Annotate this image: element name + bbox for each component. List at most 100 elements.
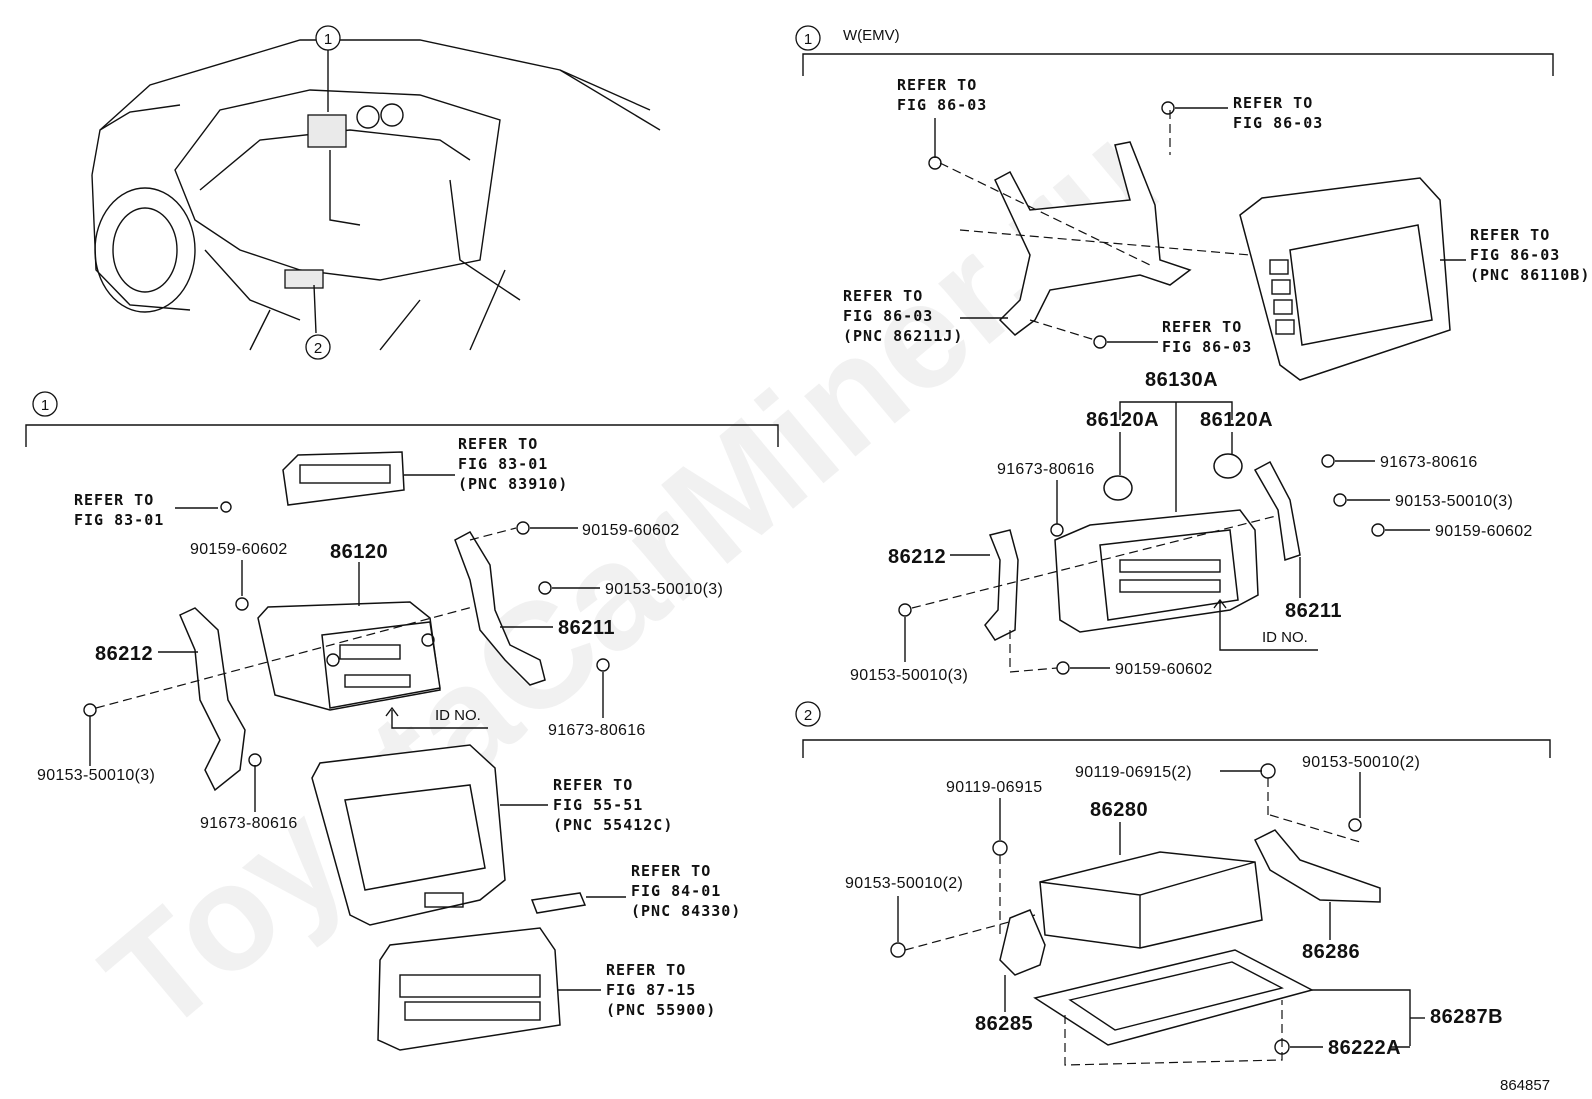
vehicle-overview-illustration bbox=[91, 39, 661, 351]
audio-head-unit-86130A bbox=[1054, 509, 1259, 633]
part-number-p91673_80616_r1: 91673-80616 bbox=[1380, 454, 1478, 471]
refer-label-fig8603_e-1: FIG 86-03 bbox=[1162, 338, 1252, 356]
refer-label-fig8603_a-1: FIG 86-03 bbox=[897, 96, 987, 114]
part-number-id_no_l: ID NO. bbox=[435, 707, 481, 724]
label-c2: 2 bbox=[804, 707, 812, 724]
hazard-switch-84330 bbox=[530, 892, 587, 914]
bolt-icon bbox=[1333, 493, 1347, 507]
refer-label-fig8301_a-1: FIG 83-01 bbox=[458, 455, 548, 473]
part-number-p90119_06915_2: 90119-06915(2) bbox=[1075, 764, 1192, 781]
callout-1-overview bbox=[315, 25, 341, 51]
part-number-p91673_80616_l2: 91673-80616 bbox=[200, 815, 298, 832]
part-number-p90159_60602_r1: 90159-60602 bbox=[1435, 523, 1533, 540]
part-number-p90119_06915: 90119-06915 bbox=[946, 779, 1042, 796]
callout-2-section bbox=[795, 701, 821, 727]
refer-label-fig8603_c-2: (PNC 86110B) bbox=[1470, 266, 1590, 284]
label-c1: 1 bbox=[41, 397, 49, 414]
bolt-icon bbox=[1371, 523, 1385, 537]
refer-label-fig8603_b-1: FIG 86-03 bbox=[1233, 114, 1323, 132]
label-: W(EMV) bbox=[843, 27, 900, 44]
part-number-p86120A_1: 86120A bbox=[1086, 409, 1159, 431]
part-number-p90153_50010_2b: 90153-50010(2) bbox=[845, 875, 963, 892]
part-number-p86120: 86120 bbox=[330, 541, 388, 563]
screw-icon bbox=[1093, 335, 1107, 349]
switch-panel-83910 bbox=[282, 451, 405, 506]
emv-display-86110B bbox=[1239, 177, 1451, 381]
refer-label-fig8715-1: FIG 87-15 bbox=[606, 981, 696, 999]
amplifier-location bbox=[284, 269, 324, 289]
screw-icon bbox=[248, 753, 262, 767]
knob-86120A-left bbox=[1103, 475, 1133, 501]
refer-label-fig5551-1: FIG 55-51 bbox=[553, 796, 643, 814]
part-number-p86286: 86286 bbox=[1302, 941, 1360, 963]
label-c1: 1 bbox=[804, 31, 812, 48]
label-c2: 2 bbox=[314, 340, 322, 357]
tray-86287B bbox=[1033, 949, 1315, 1046]
clip-icon bbox=[1274, 1039, 1290, 1055]
screw-icon bbox=[220, 501, 232, 513]
part-number-p90153_50010_2a: 90153-50010(2) bbox=[1302, 754, 1420, 771]
refer-label-fig8603_a-0: REFER TO bbox=[897, 76, 977, 94]
part-number-p86222A: 86222A bbox=[1328, 1037, 1401, 1059]
bolt-icon bbox=[538, 581, 552, 595]
bolt-icon bbox=[83, 703, 97, 717]
refer-label-fig8301_b-0: REFER TO bbox=[74, 491, 154, 509]
refer-label-fig8603_d-1: FIG 86-03 bbox=[843, 307, 933, 325]
knob-86120A-right bbox=[1213, 453, 1243, 479]
part-number-p91673_80616_r2: 91673-80616 bbox=[997, 461, 1095, 478]
part-number-p86280: 86280 bbox=[1090, 799, 1148, 821]
label-c1: 1 bbox=[324, 31, 332, 48]
instrument-panel-bezel bbox=[311, 744, 506, 926]
screw-icon bbox=[928, 156, 942, 170]
bolt-icon bbox=[1348, 818, 1362, 832]
amplifier-86280 bbox=[1039, 851, 1263, 949]
part-number-id_no_r: ID NO. bbox=[1262, 629, 1308, 646]
part-number-p86212_l: 86212 bbox=[95, 643, 153, 665]
section-2-bracket bbox=[802, 739, 1551, 758]
bracket-86286 bbox=[1253, 829, 1381, 903]
part-number-p86211_l: 86211 bbox=[558, 617, 615, 639]
screw-icon bbox=[596, 658, 610, 672]
callout-2-overview bbox=[305, 334, 331, 360]
part-number-p86285: 86285 bbox=[975, 1013, 1033, 1035]
part-number-p90153_50010_l1: 90153-50010(3) bbox=[605, 581, 723, 598]
section-1-bracket bbox=[25, 424, 779, 447]
refer-label-fig8401-1: FIG 84-01 bbox=[631, 882, 721, 900]
refer-label-fig8301_b-1: FIG 83-01 bbox=[74, 511, 164, 529]
bolt-icon bbox=[992, 840, 1008, 856]
screw-icon bbox=[1321, 454, 1335, 468]
refer-label-fig8603_c-0: REFER TO bbox=[1470, 226, 1550, 244]
screw-icon bbox=[1161, 101, 1175, 115]
emv-mounting-bracket-86211J bbox=[994, 141, 1192, 336]
refer-label-fig8715-2: (PNC 55900) bbox=[606, 1001, 716, 1019]
refer-label-fig8603_d-2: (PNC 86211J) bbox=[843, 327, 963, 345]
bolt-icon bbox=[898, 603, 912, 617]
part-number-p90159_60602_r2: 90159-60602 bbox=[1115, 661, 1213, 678]
refer-label-fig8301_a-2: (PNC 83910) bbox=[458, 475, 568, 493]
part-number-p86287B: 86287B bbox=[1430, 1006, 1503, 1028]
bolt-icon bbox=[516, 521, 530, 535]
part-number-p86120A_2: 86120A bbox=[1200, 409, 1273, 431]
bracket-86211-right bbox=[1253, 460, 1301, 561]
refer-label-fig8401-0: REFER TO bbox=[631, 862, 711, 880]
section-emv-bracket bbox=[802, 53, 1554, 76]
climate-control-panel-55900 bbox=[377, 927, 561, 1051]
refer-label-fig8603_d-0: REFER TO bbox=[843, 287, 923, 305]
refer-label-fig8715-0: REFER TO bbox=[606, 961, 686, 979]
bolt-icon bbox=[1260, 763, 1276, 779]
part-number-p90159_60602_l2: 90159-60602 bbox=[582, 522, 680, 539]
bracket-86212-left bbox=[179, 607, 246, 792]
bracket-86211-left bbox=[454, 531, 546, 686]
part-number-p90153_50010_r1: 90153-50010(3) bbox=[1395, 493, 1513, 510]
part-number-p86211_r: 86211 bbox=[1285, 600, 1342, 622]
refer-label-fig8603_b-0: REFER TO bbox=[1233, 94, 1313, 112]
